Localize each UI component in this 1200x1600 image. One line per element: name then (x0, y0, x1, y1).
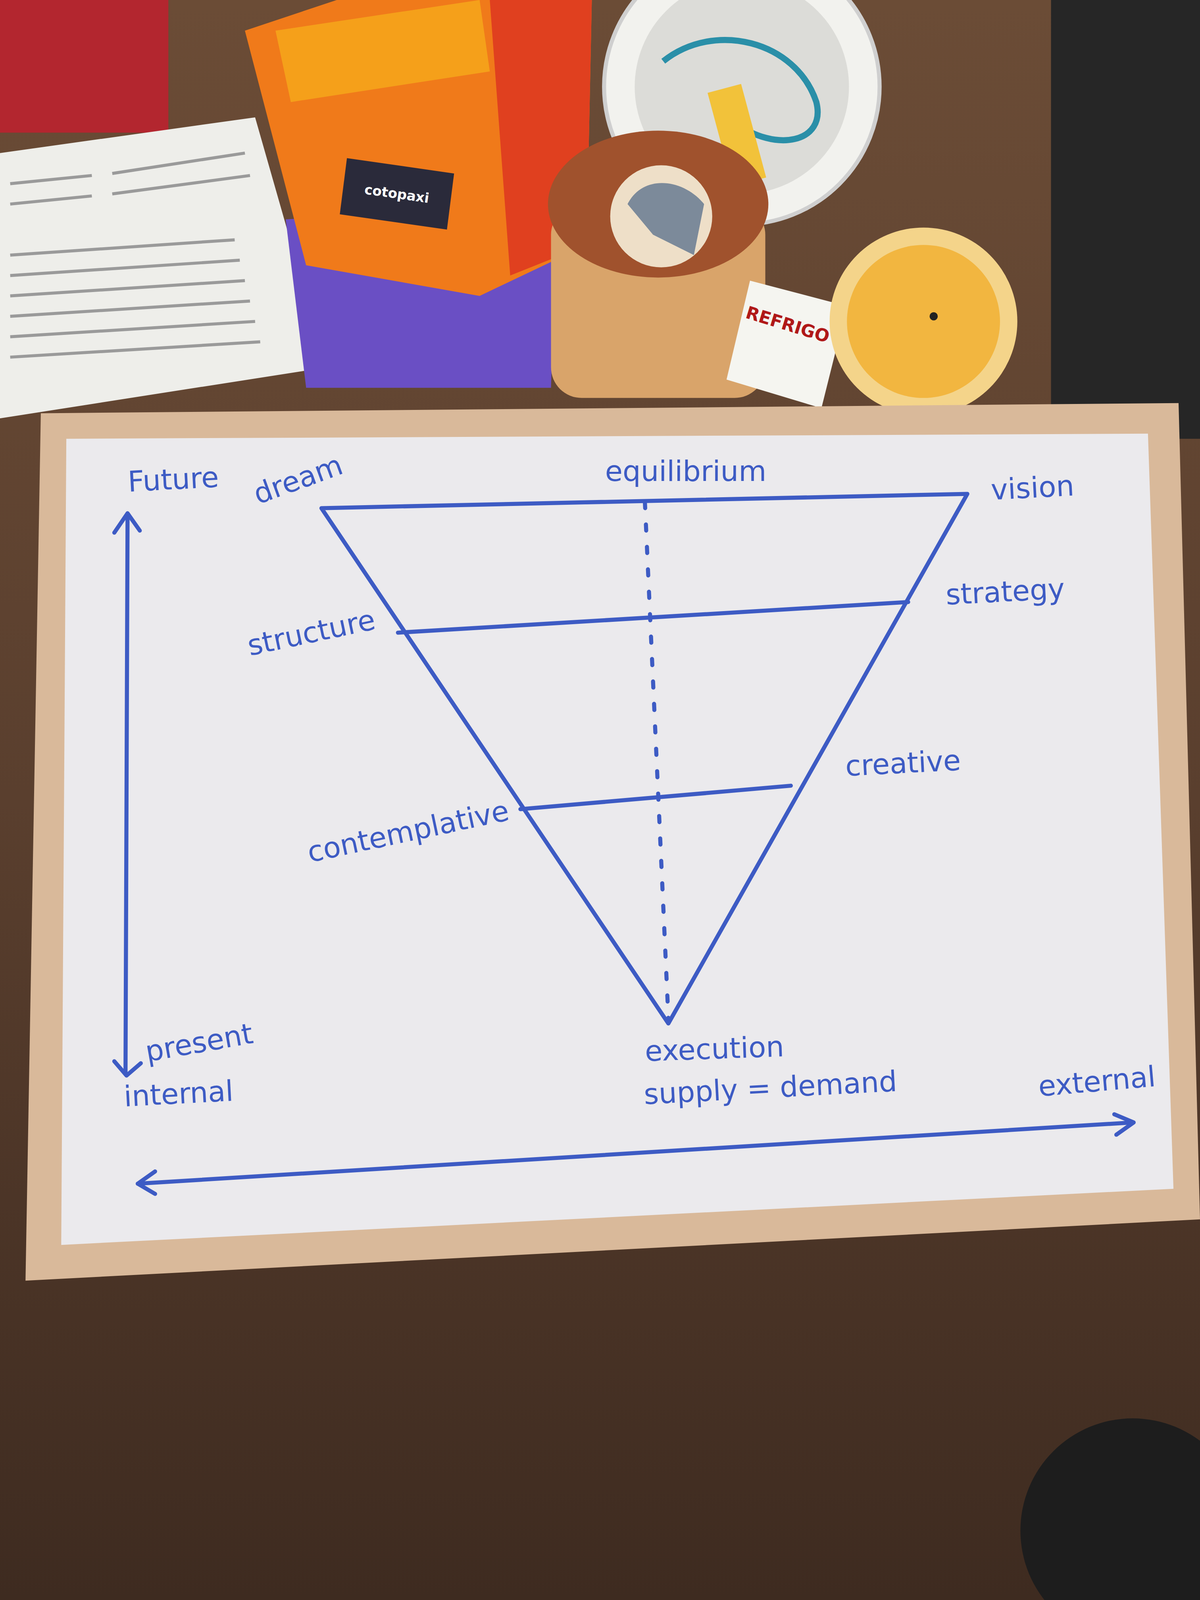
red-case (0, 0, 169, 133)
jar-sticker (610, 165, 713, 268)
jar-lid (548, 130, 769, 278)
sticker-text: REFRIGO (743, 302, 832, 347)
marker-drawing (114, 494, 1134, 1195)
axis-arrow (137, 1122, 1133, 1184)
arrow-head (137, 1171, 156, 1195)
corner-label: dream (249, 449, 347, 511)
candle-glass (829, 227, 1018, 416)
dark-gear (1051, 0, 1200, 439)
band-line (398, 601, 909, 633)
corner-label: vision (990, 469, 1075, 506)
axis-label: external (1036, 1060, 1157, 1103)
hat-crown (244, 0, 592, 297)
axis-label: Future (127, 461, 220, 498)
apex-label: execution (644, 1030, 785, 1068)
apex-label: supply = demand (642, 1065, 898, 1111)
paper-sheet (0, 117, 327, 419)
sticker-card (726, 280, 847, 408)
dark-object (1020, 1418, 1200, 1600)
sticker-figure (627, 182, 704, 256)
band-label: creative (844, 744, 962, 782)
arrow-head (114, 1061, 141, 1076)
candle-wax (846, 244, 1000, 399)
brand-text: cotopaxi (363, 182, 431, 206)
hat-band (275, 0, 490, 102)
axis-label: equilibrium (605, 455, 767, 487)
candle-wick (929, 312, 939, 321)
triangle (321, 494, 968, 1024)
hat-patch (339, 158, 454, 230)
band-label: structure (244, 603, 378, 662)
dashed-axis (644, 501, 669, 1019)
axis-arrow (125, 515, 128, 1074)
band-line (520, 785, 791, 810)
paper-print (10, 153, 261, 358)
board-surface (61, 433, 1174, 1245)
arrow-head (1114, 1114, 1134, 1135)
arrow-head (114, 513, 140, 533)
board-frame (25, 403, 1200, 1281)
axis-label: internal (123, 1075, 235, 1113)
axis-label: present (142, 1017, 256, 1068)
band-label: contemplative (304, 794, 512, 869)
band-label: strategy (944, 573, 1066, 611)
